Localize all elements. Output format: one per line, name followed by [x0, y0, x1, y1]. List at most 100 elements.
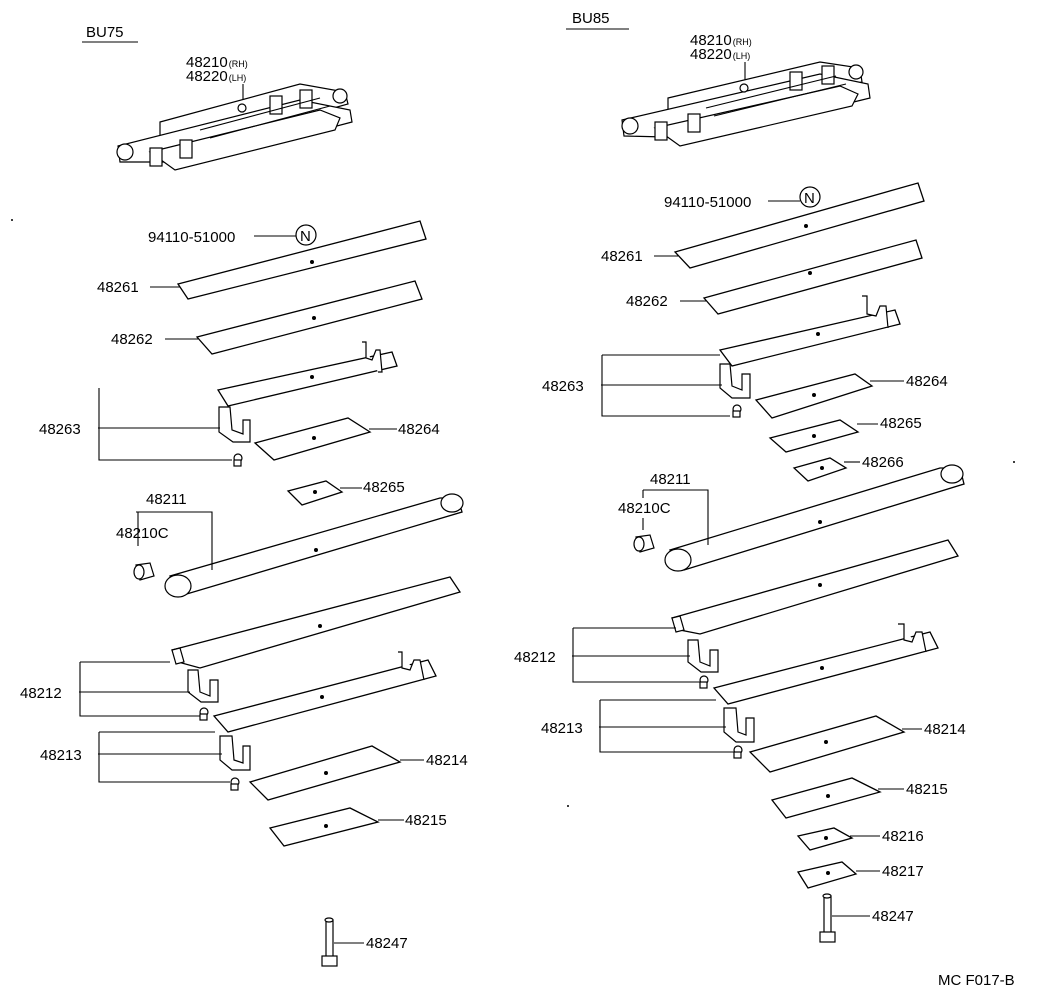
part-94110-label: 94110-51000 [148, 229, 235, 246]
bushing-48210c [633, 534, 655, 553]
pad-hole [324, 824, 328, 828]
part-48211-label: 48211 [650, 471, 691, 488]
clip-48263 [218, 406, 251, 443]
part-48264-label: 48264 [906, 373, 948, 390]
leaf-hole [804, 224, 808, 228]
assembly-rh-number: 48210(RH) [690, 32, 752, 49]
pad-hole [820, 466, 824, 470]
pad-hole [812, 393, 816, 397]
model-label-bu75: BU75 [86, 24, 124, 41]
part-48247-label: 48247 [366, 935, 408, 952]
part-48265-label: 48265 [880, 415, 922, 432]
clip-48213 [723, 707, 755, 743]
pad-hole [826, 794, 830, 798]
left-column: BU75 48210(RH) 48220(LH) 94110-51000 N [20, 24, 468, 967]
bolt-48263 [233, 453, 243, 467]
part-48210c-label: 48210C [618, 500, 671, 517]
part-48216-label: 48216 [882, 828, 924, 845]
part-48213-label: 48213 [40, 747, 82, 764]
pad-48266 [792, 457, 848, 482]
part-48247-label: 48247 [872, 908, 914, 925]
bolt-48212 [699, 675, 709, 689]
bolt-48213 [230, 777, 240, 791]
leaf-48262 [195, 280, 423, 355]
part-48215-label: 48215 [906, 781, 948, 798]
bolt-48212 [199, 707, 209, 721]
new-part-symbol: N [300, 228, 311, 245]
pad-hole [826, 871, 830, 875]
part-48212-label: 48212 [20, 685, 62, 702]
pad-hole [312, 436, 316, 440]
part-48217-label: 48217 [882, 863, 924, 880]
leader-48263 [601, 354, 730, 417]
leaf-hole [816, 332, 820, 336]
pad-hole [313, 490, 317, 494]
assembly-lh-number: 48220(LH) [690, 46, 750, 63]
pad-48217 [796, 861, 858, 889]
part-48213-label: 48213 [541, 720, 583, 737]
leader-48212 [79, 661, 200, 717]
leader-48213 [599, 699, 734, 753]
part-48210c-label: 48210C [116, 525, 169, 542]
pad-hole [824, 740, 828, 744]
leaf-hole [808, 271, 812, 275]
main-leaf-48211 [664, 464, 965, 572]
part-48263-label: 48263 [542, 378, 584, 395]
part-48215-label: 48215 [405, 812, 447, 829]
leaf-clip [862, 295, 889, 329]
spring-assembly-illustration [116, 83, 353, 171]
pad-48214 [748, 715, 906, 773]
leaf-48261 [673, 182, 925, 269]
leaf-48212 [212, 659, 437, 733]
part-48211-label: 48211 [146, 491, 187, 508]
clip-48263 [719, 363, 751, 399]
clip-48212 [687, 639, 719, 673]
part-94110-label: 94110-51000 [664, 194, 751, 211]
leader-48263 [98, 388, 232, 461]
leaf-hole [310, 375, 314, 379]
right-column: BU85 48210(RH) 48220(LH) 94110-51000 N 4… [514, 10, 966, 943]
part-48263-label: 48263 [39, 421, 81, 438]
part-48266-label: 48266 [862, 454, 904, 471]
leader-48211 [643, 489, 709, 545]
part-48261-label: 48261 [97, 279, 139, 296]
part-48265-label: 48265 [363, 479, 405, 496]
pad-hole [324, 771, 328, 775]
leaf-hole [320, 695, 324, 699]
speck [1013, 461, 1015, 463]
leaf-hole [312, 316, 316, 320]
figure-code: MC F017-B [938, 972, 1015, 989]
leader-48211 [136, 511, 213, 570]
pad-48215 [770, 777, 882, 819]
part-48212-label: 48212 [514, 649, 556, 666]
leaf-clip [898, 623, 927, 653]
part-48261-label: 48261 [601, 248, 643, 265]
leaf-hole [820, 666, 824, 670]
part-48214-label: 48214 [924, 721, 966, 738]
center-bolt-48247 [321, 917, 338, 967]
pad-hole [812, 434, 816, 438]
leaf-48263 [718, 309, 901, 367]
pad-hole [824, 836, 828, 840]
part-48262-label: 48262 [626, 293, 668, 310]
leaf-48263 [216, 351, 398, 407]
part-48264-label: 48264 [398, 421, 440, 438]
new-part-symbol: N [804, 190, 815, 207]
leaf-clip [398, 651, 425, 681]
bolt-48213 [733, 745, 743, 759]
center-bolt-48247 [819, 893, 836, 943]
leaf-second [171, 576, 462, 669]
model-label-bu85: BU85 [572, 10, 610, 27]
new-part-icon [799, 186, 821, 208]
clip-48213 [219, 735, 251, 771]
leader-48212 [572, 627, 700, 683]
leaf-48262 [702, 239, 923, 315]
clip-48212 [187, 669, 219, 703]
leaf-48212 [712, 631, 939, 705]
main-leaf-48211 [164, 493, 464, 598]
spring-assembly-illustration [621, 61, 871, 147]
bushing-48210c [133, 562, 155, 581]
leaf-clip [362, 341, 383, 373]
new-part-icon [295, 224, 317, 246]
